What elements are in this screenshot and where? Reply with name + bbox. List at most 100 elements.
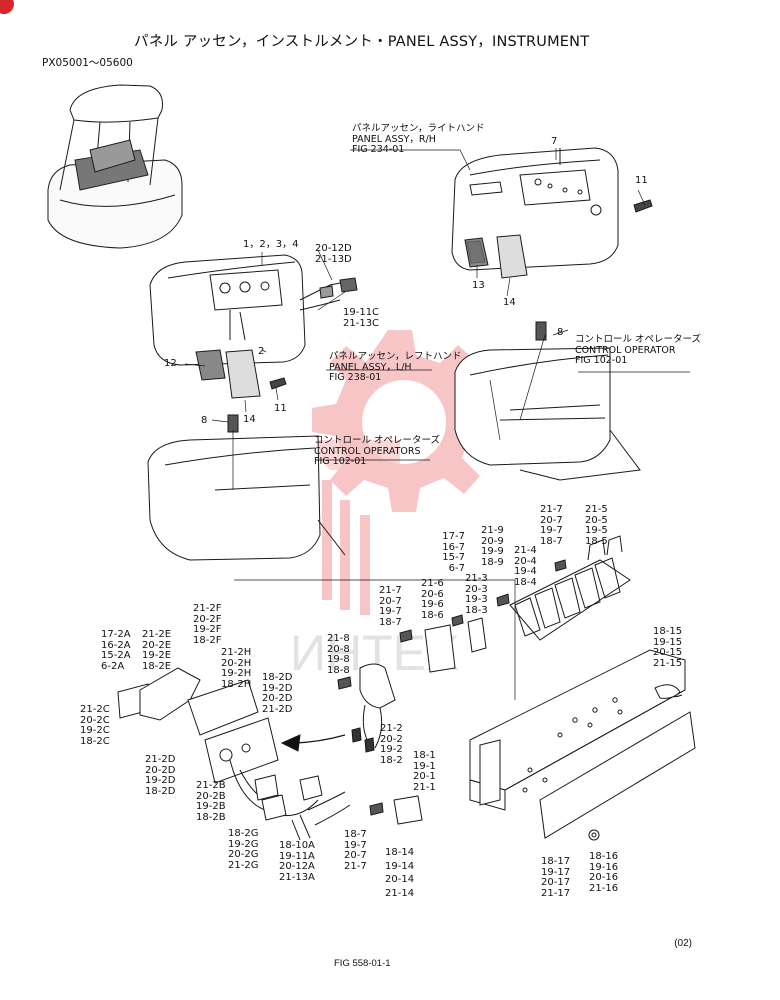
part-label: 20-15 xyxy=(653,647,683,659)
callout-jp: コントロール オペレーターズ xyxy=(575,334,702,345)
part-label: 15-7 xyxy=(442,552,465,564)
main-bracket xyxy=(469,649,686,811)
part-label: 18-2H xyxy=(221,678,252,690)
figure-number: FIG 558-01-1 xyxy=(334,958,391,969)
clip-15 xyxy=(654,684,681,699)
panel-lh-drawing xyxy=(149,254,358,366)
part-label: 18-2D xyxy=(262,672,293,683)
part-label: 16-7 xyxy=(442,541,465,553)
part-label: 18-2G xyxy=(228,828,259,839)
serial-range: PX05001～05600 xyxy=(42,57,133,69)
part-label: 11 xyxy=(635,175,648,186)
panel-rh-drawing xyxy=(451,147,619,271)
part-label: 18-7 xyxy=(344,829,367,840)
part-label: 19-2E xyxy=(142,650,172,662)
part-label: 20-14 xyxy=(385,874,415,885)
part-label: 20-17 xyxy=(541,877,571,889)
pads-13-14 xyxy=(464,234,528,279)
part-label: 18-7 xyxy=(379,616,402,628)
part-label: 20-12A xyxy=(279,861,315,873)
part-label: 20-12D xyxy=(315,243,352,254)
part-label: 21-2G xyxy=(228,859,259,871)
switch-parts xyxy=(351,617,487,825)
revision-mark: (02) xyxy=(674,938,692,949)
callout-jp: コントロール オペレーターズ xyxy=(314,435,441,446)
corner-badge xyxy=(0,0,14,14)
part-label: 18-3 xyxy=(465,604,488,616)
part-label: 12 xyxy=(164,358,177,369)
callout-en: CONTROL OPERATOR xyxy=(575,344,676,356)
part-label: 19-11C xyxy=(343,307,380,318)
part-label: 18-10A xyxy=(279,840,315,851)
callout-control-right: コントロール オペレーターズ CONTROL OPERATOR FIG 102-… xyxy=(575,334,702,367)
part-label: 20-7 xyxy=(379,595,402,607)
callout-panel-lh: パネルアッセン，レフトハンド PANEL ASSY，L/H FIG 238-01 xyxy=(329,351,462,384)
direction-arrow xyxy=(280,734,346,752)
part-label: 21-2 xyxy=(380,723,403,734)
callout-en: PANEL ASSY，R/H xyxy=(352,133,436,145)
grommet xyxy=(588,829,600,841)
part-label: 20-6 xyxy=(421,588,444,600)
part-label: 17-7 xyxy=(442,531,465,542)
part-label: 20-8 xyxy=(327,643,350,655)
part-label: 18-14 xyxy=(385,847,415,858)
part-label: 18-2F xyxy=(193,634,222,646)
part-label: 18-7 xyxy=(540,535,563,547)
control-console-right xyxy=(454,347,641,481)
part-label: 20-7 xyxy=(540,514,563,526)
leader-lines xyxy=(184,148,690,700)
part-label: 21-16 xyxy=(589,882,619,894)
part-label: 21-14 xyxy=(385,887,415,899)
part-label: 16-2A xyxy=(101,639,131,651)
part-label: 21-17 xyxy=(541,887,571,899)
part-label: 20-2C xyxy=(80,714,110,726)
part-label: 21-15 xyxy=(653,657,683,669)
part-label: 18-2E xyxy=(142,660,172,672)
cover-plate xyxy=(539,711,696,839)
part-label: 21-2F xyxy=(193,603,222,614)
part-label: 20-3 xyxy=(465,583,488,595)
part-label: 18-2C xyxy=(80,735,110,747)
page-title: パネル アッセン，インストルメント・PANEL ASSY，INSTRUMENT xyxy=(134,34,590,50)
part-label: 18-8 xyxy=(327,664,350,676)
part-label: 21-2H xyxy=(221,647,252,658)
part-label: 19-7 xyxy=(379,606,402,618)
part-label: 20-7 xyxy=(344,850,367,862)
part-label: 18-1 xyxy=(413,750,436,761)
part-label: 19-5 xyxy=(585,525,608,537)
relay-cluster xyxy=(509,535,631,641)
part-label: 18-16 xyxy=(589,851,619,862)
part-label: 21-5 xyxy=(585,504,608,515)
part-label: 19-14 xyxy=(385,860,415,872)
part-label: 18-6 xyxy=(421,609,444,621)
part-label: 2 xyxy=(258,346,265,357)
part-label: 20-2 xyxy=(380,733,403,745)
callout-panel-rh: パネルアッセン，ライトハンド PANEL ASSY，R/H FIG 234-01 xyxy=(352,123,485,156)
part-label: 20-4 xyxy=(514,555,537,567)
callout-fig: FIG 238-01 xyxy=(329,372,382,383)
part-label: 20-2H xyxy=(221,657,252,669)
label-group: 18-14 19-14 20-14 21-14 xyxy=(385,846,414,900)
part-label: 1，2，3，4 xyxy=(243,239,299,250)
part-label: 18-2B xyxy=(196,811,226,823)
part-label: 7 xyxy=(551,136,558,147)
part-label: 20-2B xyxy=(196,790,226,802)
callout-fig: FIG 102-01 xyxy=(575,355,628,366)
part-label: 19-3 xyxy=(465,594,488,606)
part-label: 19-7 xyxy=(344,839,367,851)
cab-thumbnail xyxy=(47,84,183,249)
part-label: 21-2E xyxy=(142,629,172,640)
part-label: 18-5 xyxy=(585,535,608,547)
